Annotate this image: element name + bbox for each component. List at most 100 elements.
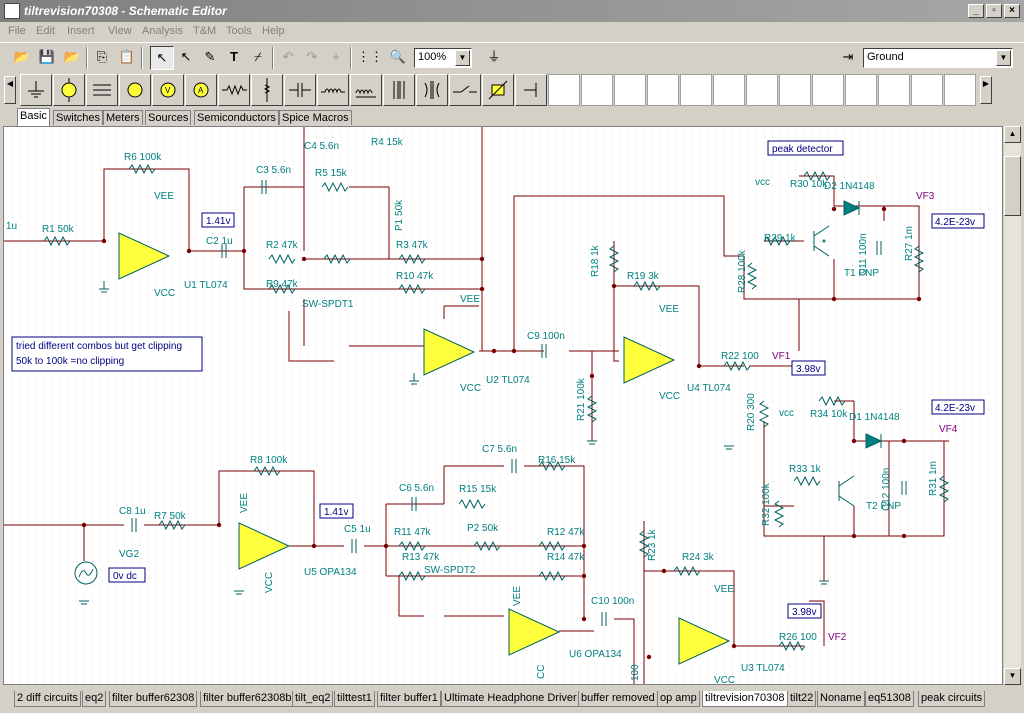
empty-slot[interactable] [878, 74, 910, 106]
sheet-tab[interactable]: peak circuits [918, 691, 986, 707]
current-source-icon[interactable] [119, 74, 151, 106]
chevron-down-icon[interactable]: ▼ [455, 50, 470, 66]
empty-slot[interactable] [680, 74, 712, 106]
open-icon[interactable]: 📂 [13, 49, 31, 64]
sheet-tab-active[interactable]: tiltrevision70308 [702, 691, 788, 707]
component-select[interactable]: Ground ▼ [863, 48, 1013, 68]
r6-label: R6 100k [124, 152, 162, 163]
voltmeter-vf2-value: 3.98v [792, 607, 816, 618]
tab-semiconductors[interactable]: Semiconductors [194, 110, 279, 125]
copy-icon[interactable]: ⎘ [96, 49, 108, 64]
empty-slot[interactable] [779, 74, 811, 106]
chevron-down-icon[interactable]: ▼ [996, 50, 1011, 66]
schematic-drawing[interactable]: 1u R1 50k R6 100k VEE VCC U1 TL074 C2 1u… [4, 127, 1002, 684]
zoom-icon[interactable]: 🔍 [389, 49, 407, 64]
zoom-select[interactable]: 100% ▼ [414, 48, 472, 68]
voltage-source-icon[interactable]: V [152, 74, 184, 106]
menu-file[interactable]: File [8, 25, 26, 37]
r24-label: R24 3k [682, 552, 715, 563]
menu-analysis[interactable]: Analysis [142, 25, 183, 37]
pencil-icon[interactable]: ✎ [204, 49, 216, 64]
redo-icon[interactable]: ↷ [306, 49, 318, 64]
transformer2-icon[interactable] [416, 74, 448, 106]
sheet-tab[interactable]: tilttest1 [334, 691, 375, 707]
pointer-icon[interactable]: ↖ [180, 49, 192, 64]
sheet-tab[interactable]: tilt_eq2 [292, 691, 334, 707]
menu-help[interactable]: Help [262, 25, 285, 37]
sheet-tab[interactable]: Noname [817, 691, 865, 707]
empty-slot[interactable] [647, 74, 679, 106]
c11-label: C11 100n [858, 233, 869, 276]
menu-edit[interactable]: Edit [36, 25, 55, 37]
menu-tools[interactable]: Tools [226, 25, 252, 37]
probe-icon[interactable]: ⏚ [487, 49, 501, 64]
scroll-thumb[interactable] [1004, 156, 1021, 216]
undo-icon[interactable]: ↶ [282, 49, 294, 64]
schematic-canvas[interactable]: 1u R1 50k R6 100k VEE VCC U1 TL074 C2 1u… [3, 126, 1003, 685]
empty-slot[interactable] [812, 74, 844, 106]
tab-meters[interactable]: Meters [103, 110, 143, 125]
capacitor-icon[interactable] [284, 74, 316, 106]
paste-icon[interactable]: 📋 [118, 49, 136, 64]
empty-slot[interactable] [713, 74, 745, 106]
varistor-icon[interactable] [482, 74, 514, 106]
wire-tool-icon[interactable]: ⌿ [254, 49, 262, 64]
coil-icon[interactable] [350, 74, 382, 106]
scroll-down-icon[interactable]: ▼ [1004, 668, 1021, 685]
vcc1-label: VCC [154, 288, 175, 299]
menu-insert[interactable]: Insert [67, 25, 95, 37]
grid-icon[interactable]: ⋮⋮ [357, 49, 383, 64]
empty-slot[interactable] [614, 74, 646, 106]
empty-slot[interactable] [845, 74, 877, 106]
sheet-tab[interactable]: filter buffer62308 [109, 691, 198, 707]
empty-slot[interactable] [548, 74, 580, 106]
menu-view[interactable]: View [108, 25, 132, 37]
switch-icon[interactable] [449, 74, 481, 106]
empty-slot[interactable] [911, 74, 943, 106]
empty-slot[interactable] [746, 74, 778, 106]
empty-slot[interactable] [944, 74, 976, 106]
app-icon[interactable] [4, 3, 20, 19]
vf3-label: VF3 [916, 191, 935, 202]
empty-slot[interactable] [581, 74, 613, 106]
minimize-button[interactable]: _ [968, 4, 984, 18]
maximize-button[interactable]: ▫ [986, 4, 1002, 18]
inductor-icon[interactable] [317, 74, 349, 106]
ground-icon[interactable] [20, 74, 52, 106]
scroll-up-icon[interactable]: ▲ [1004, 126, 1021, 143]
sheet-tab[interactable]: tilt22 [787, 691, 817, 707]
menu-tm[interactable]: T&M [193, 25, 217, 37]
ground-place-icon[interactable]: ⇥ [842, 49, 854, 64]
tab-spice-macros[interactable]: Spice Macros [279, 110, 352, 125]
sheet-tab[interactable]: eq51308 [865, 691, 914, 707]
potentiometer-icon[interactable] [251, 74, 283, 106]
sheet-tab[interactable]: 2 diff circuits [14, 691, 81, 707]
resistor-icon[interactable] [218, 74, 250, 106]
terminal-icon[interactable] [515, 74, 547, 106]
scroll-left-icon[interactable]: ◀ [4, 76, 16, 104]
u1-label: U1 TL074 [184, 280, 228, 291]
transformer-icon[interactable] [383, 74, 415, 106]
text-icon[interactable]: T [230, 49, 238, 64]
ammeter-icon[interactable]: A [185, 74, 217, 106]
battery-icon[interactable] [53, 74, 85, 106]
power-rail-icon[interactable] [86, 74, 118, 106]
open-folder-icon[interactable]: 📂 [63, 49, 81, 64]
sheet-tab[interactable]: eq2 [82, 691, 107, 707]
tab-basic[interactable]: Basic [17, 108, 50, 126]
sheet-tab[interactable]: op amp [657, 691, 700, 707]
vertical-scrollbar[interactable]: ▲ ▼ [1004, 126, 1021, 685]
component-select-value: Ground [867, 51, 904, 63]
select-arrow-icon[interactable]: ↖ [150, 46, 174, 70]
sheet-tab[interactable]: buffer removed [578, 691, 658, 707]
tab-sources[interactable]: Sources [145, 110, 192, 125]
close-button[interactable]: × [1004, 4, 1020, 18]
sheet-tab[interactable]: Ultimate Headphone Driver [441, 691, 580, 707]
tab-switches[interactable]: Switches [53, 110, 104, 125]
sheet-tab[interactable]: filter buffer1 [377, 691, 441, 707]
save-icon[interactable]: 💾 [38, 49, 56, 64]
sheet-tab[interactable]: filter buffer62308b [200, 691, 295, 707]
scroll-right-icon[interactable]: ▶ [980, 76, 992, 104]
crosshair-icon[interactable]: + [332, 49, 340, 64]
d2-label: D2 1N4148 [824, 181, 875, 192]
